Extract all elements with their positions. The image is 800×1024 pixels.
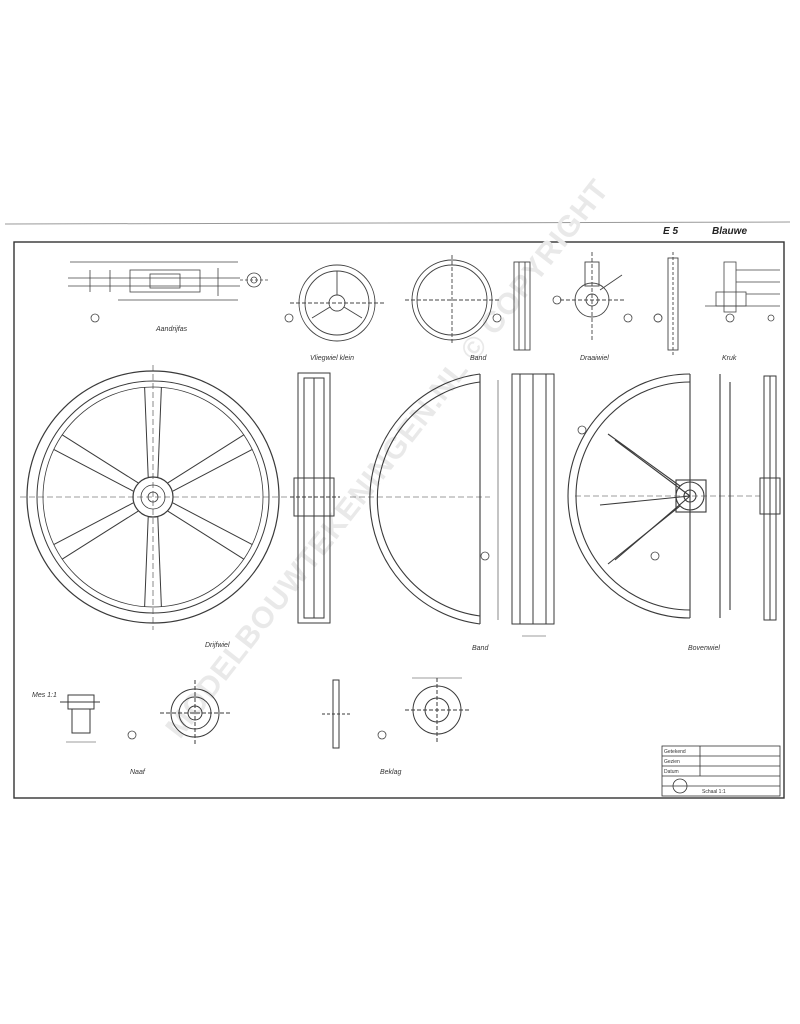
washer-side-drawing xyxy=(322,679,350,749)
crank-drawing xyxy=(560,252,625,340)
drive-wheel-side-view xyxy=(290,372,340,624)
spoke-edge-1-0 xyxy=(61,510,139,560)
spoke-edge-5-1 xyxy=(167,510,245,560)
upper-wheel-drawing xyxy=(567,373,760,619)
sheet-name: Blauwe xyxy=(712,226,747,237)
sheet-top-edge xyxy=(4,221,791,225)
detail-marker-4 xyxy=(552,295,562,305)
detail-marker-2 xyxy=(284,313,294,323)
detail-marker-10 xyxy=(377,730,387,740)
part-label-band-2: Band xyxy=(472,645,489,652)
copyright-watermark: MODELBOUWTEKENINGEN.NL © COPYRIGHT xyxy=(160,173,616,744)
part-label-krukas: Kruk xyxy=(722,355,737,362)
title-block xyxy=(661,745,781,797)
band-ring-drawing xyxy=(405,255,500,345)
spoke-edge-5-0 xyxy=(172,502,253,546)
part-label-band: Band xyxy=(470,355,487,362)
spoke-edge-0-0 xyxy=(157,516,162,608)
detail-marker-3 xyxy=(492,313,502,323)
upper-wheel-side-view xyxy=(759,375,781,621)
spoke-edge-4-0 xyxy=(167,434,245,484)
title-block-row-3: Datum xyxy=(664,769,679,775)
title-block-row-4: Schaal 1:1 xyxy=(702,789,726,795)
part-label-draaiwiel: Draaiwiel xyxy=(580,355,609,362)
detail-marker-9 xyxy=(127,730,137,740)
shaft-drawing xyxy=(68,261,268,301)
part-label-as: Aandrijfas xyxy=(155,326,188,333)
small-flywheel-drawing xyxy=(290,264,385,342)
washer-front-drawing xyxy=(405,677,470,742)
spoke-edge-4-1 xyxy=(172,448,253,492)
title-block-row-2: Gezien xyxy=(664,759,680,765)
spoke-edge-3-1 xyxy=(157,386,162,478)
half-rim-drawing xyxy=(350,373,490,625)
wheel-side-view-small xyxy=(513,261,531,351)
detail-marker-7 xyxy=(577,425,587,435)
part-label-beklag: Beklag xyxy=(380,769,402,776)
drive-wheel-drawing xyxy=(20,365,290,630)
crank-detail-drawing xyxy=(705,261,780,323)
spoke-edge-0-1 xyxy=(144,516,149,608)
spoke-edge-2-1 xyxy=(61,434,139,484)
part-label-drijfwiel: Drijfwiel xyxy=(205,642,230,649)
rim-side-view xyxy=(497,373,555,637)
side-note: Mes 1:1 xyxy=(32,692,57,699)
detail-marker-1 xyxy=(90,313,100,323)
hub-front-drawing xyxy=(160,680,230,745)
spoke-edge-1-1 xyxy=(53,502,134,546)
part-label-naaf: Naaf xyxy=(130,769,146,776)
drawing-border xyxy=(13,241,785,799)
spoke-edge-2-0 xyxy=(53,448,134,492)
sheet-code: E 5 xyxy=(663,226,678,237)
hub-side-drawing xyxy=(60,694,100,743)
detail-marker-5 xyxy=(623,313,633,323)
detail-marker-6 xyxy=(480,551,490,561)
part-label-bovenwiel: Bovenwiel xyxy=(688,645,720,652)
thin-part-drawing xyxy=(653,252,679,356)
title-block-row-1: Getekend xyxy=(664,749,686,755)
detail-marker-8 xyxy=(650,551,660,561)
spoke-edge-3-0 xyxy=(144,386,149,478)
part-label-vliegwiel-klein: Vliegwiel klein xyxy=(310,355,354,362)
